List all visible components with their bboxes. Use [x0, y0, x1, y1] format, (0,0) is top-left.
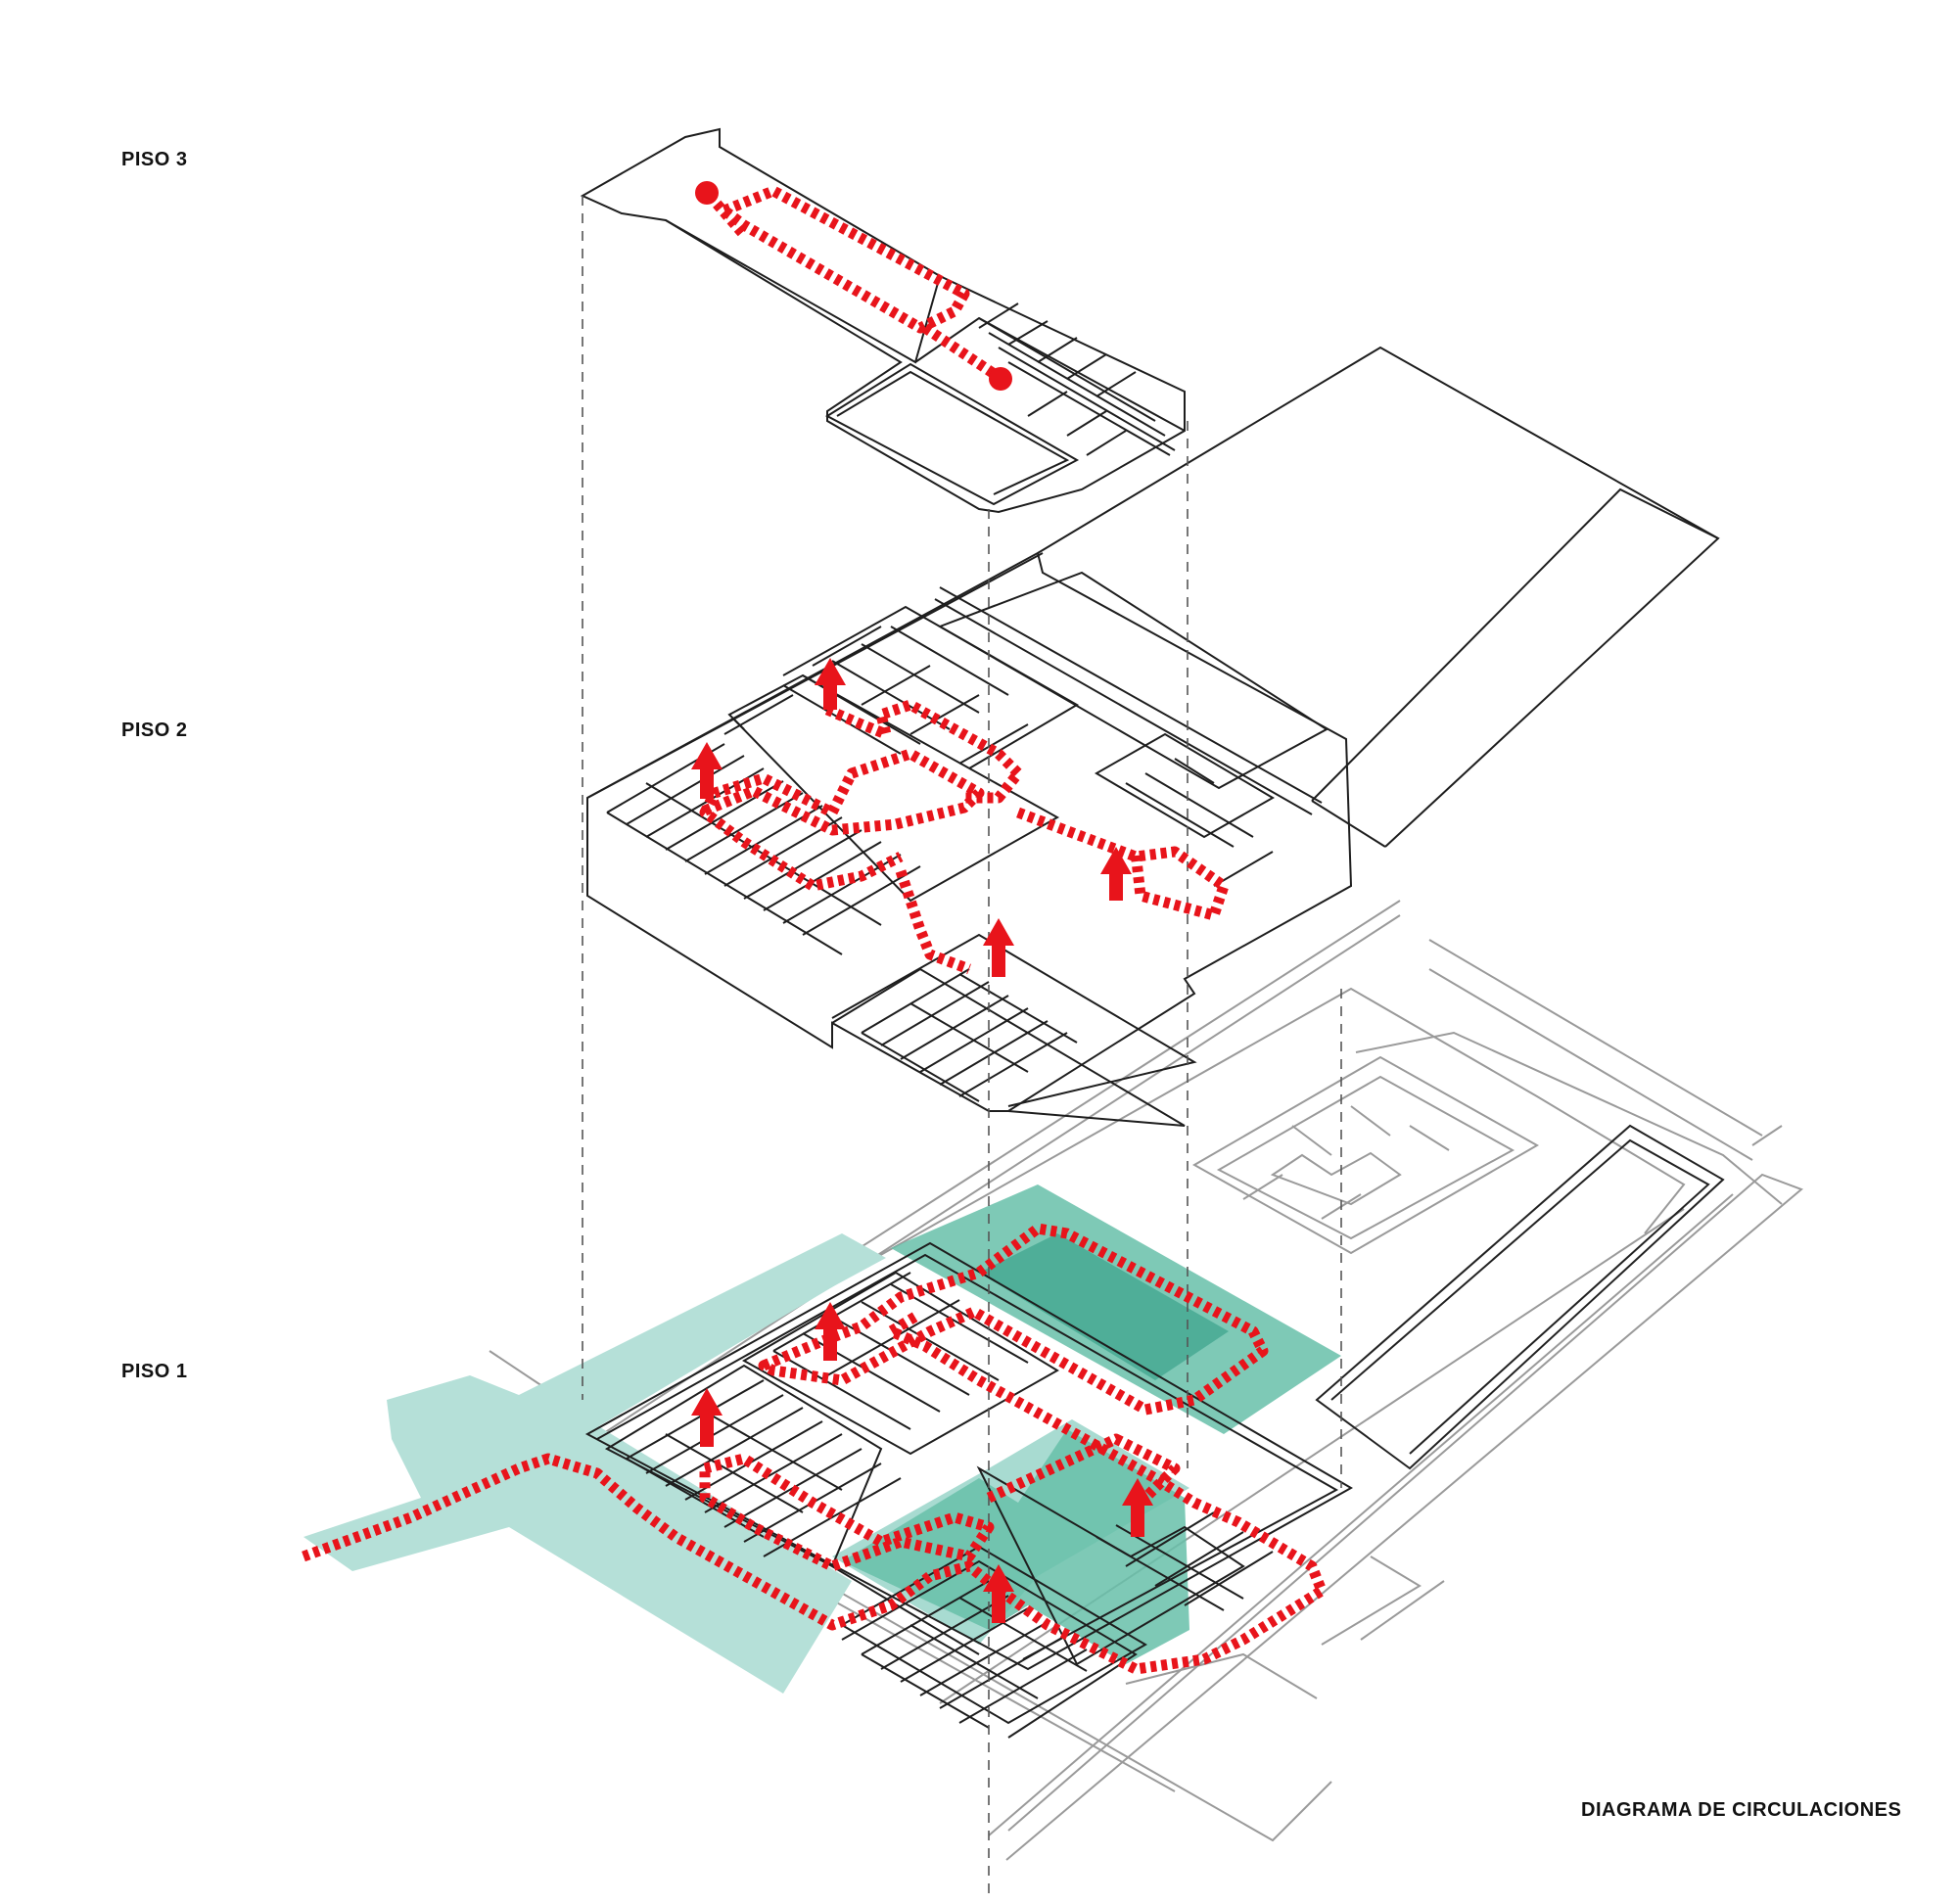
- side-building: [1315, 1124, 1725, 1470]
- arrow-up-icon: [983, 918, 1014, 977]
- diagram-title: DIAGRAMA DE CIRCULACIONES: [1581, 1799, 1902, 1821]
- floor-1-loop-north: [758, 1223, 1269, 1416]
- arrow-up-icon: [815, 1302, 846, 1361]
- floor-3-link: [705, 192, 1002, 382]
- floor-1-label: PISO 1: [121, 1361, 188, 1382]
- courtyard-north: [891, 1184, 1341, 1434]
- arrow-up-icon: [691, 1388, 723, 1447]
- floor-2-plan: [586, 551, 1353, 1127]
- floor-2-label: PISO 2: [121, 720, 188, 741]
- arrow-up-icon: [1122, 1478, 1153, 1537]
- circulation-paths: [302, 185, 1328, 1675]
- dot-marker-icon: [695, 181, 719, 205]
- arrow-up-icon: [815, 658, 846, 710]
- floor-2-link-east: [1016, 807, 1230, 921]
- floor-3-plan: [580, 127, 1186, 514]
- floor-1-loop-west: [699, 1453, 995, 1572]
- floor-3-loop: [719, 185, 970, 334]
- floor-2-link-south: [895, 869, 971, 975]
- floor-2-open-areas: [937, 346, 1720, 848]
- vertical-circulation-arrows: [691, 658, 1153, 1623]
- courtyard-south: [842, 1429, 1189, 1664]
- floor-1-entry-path: [302, 1312, 1328, 1675]
- floor-2-loop-north: [824, 699, 1024, 804]
- dot-marker-icon: [989, 367, 1012, 391]
- floor-2-loop-west: [699, 748, 985, 892]
- dot-markers: [695, 181, 1012, 391]
- arrow-up-icon: [1100, 847, 1132, 901]
- arrow-up-icon: [691, 742, 723, 799]
- floor-3-label: PISO 3: [121, 149, 188, 170]
- arrow-up-icon: [983, 1564, 1014, 1623]
- floor-1-loop-center: [986, 1433, 1181, 1503]
